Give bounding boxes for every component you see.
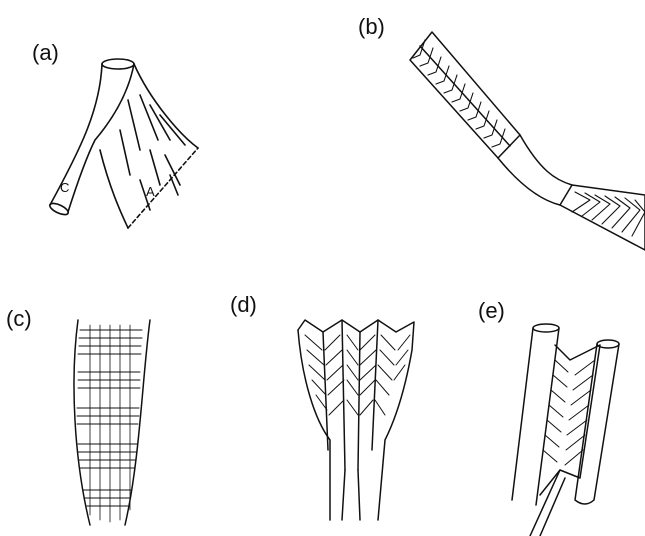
interosseous-muscle — [540, 345, 600, 495]
left-bone-top — [533, 324, 559, 332]
